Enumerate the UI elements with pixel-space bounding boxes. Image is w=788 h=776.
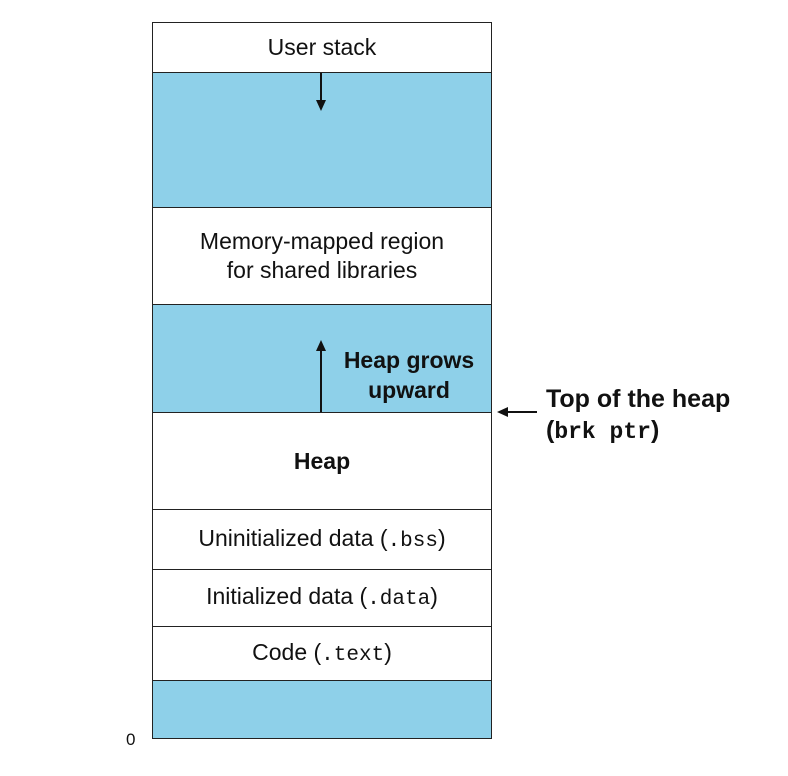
address-zero-label: 0 bbox=[126, 730, 136, 749]
bss-segment: Uninitialized data (.bss) bbox=[152, 509, 492, 570]
user-stack-label: User stack bbox=[267, 34, 377, 60]
top-of-heap-label: Top of the heap (brk ptr) bbox=[546, 384, 730, 448]
memory-layout: User stack Memory-mapped region for shar… bbox=[152, 22, 492, 739]
brk-arrowhead-icon bbox=[497, 407, 508, 417]
stack-free-region bbox=[152, 72, 492, 208]
top-of-heap-line1: Top of the heap bbox=[546, 385, 731, 413]
heap-up-arrow bbox=[320, 350, 322, 412]
heap-segment: Heap bbox=[152, 412, 492, 510]
stack-down-arrowhead-icon bbox=[316, 100, 326, 111]
top-of-heap-line2: (brk ptr) bbox=[546, 416, 660, 445]
text-label: Code (.text) bbox=[252, 638, 392, 667]
heap-up-arrowhead-icon bbox=[316, 340, 326, 351]
mmap-label-line1: Memory-mapped region bbox=[199, 228, 445, 254]
user-stack-segment: User stack bbox=[152, 22, 492, 73]
reserved-region bbox=[152, 680, 492, 739]
heap-label: Heap bbox=[293, 447, 351, 474]
heap-grows-line2: upward bbox=[368, 377, 450, 403]
stack-down-arrow bbox=[320, 73, 322, 101]
bss-label: Uninitialized data (.bss) bbox=[198, 524, 446, 553]
heap-grows-line1: Heap grows bbox=[343, 347, 475, 373]
brk-arrow-shaft bbox=[507, 411, 537, 413]
heap-grows-label: Heap grows upward bbox=[326, 345, 492, 405]
data-segment: Initialized data (.data) bbox=[152, 569, 492, 627]
data-label: Initialized data (.data) bbox=[206, 583, 438, 611]
memory-mapped-segment: Memory-mapped region for shared librarie… bbox=[152, 207, 492, 305]
heap-free-region bbox=[152, 304, 492, 413]
mmap-label-line2: for shared libraries bbox=[226, 257, 418, 283]
text-segment: Code (.text) bbox=[152, 626, 492, 681]
